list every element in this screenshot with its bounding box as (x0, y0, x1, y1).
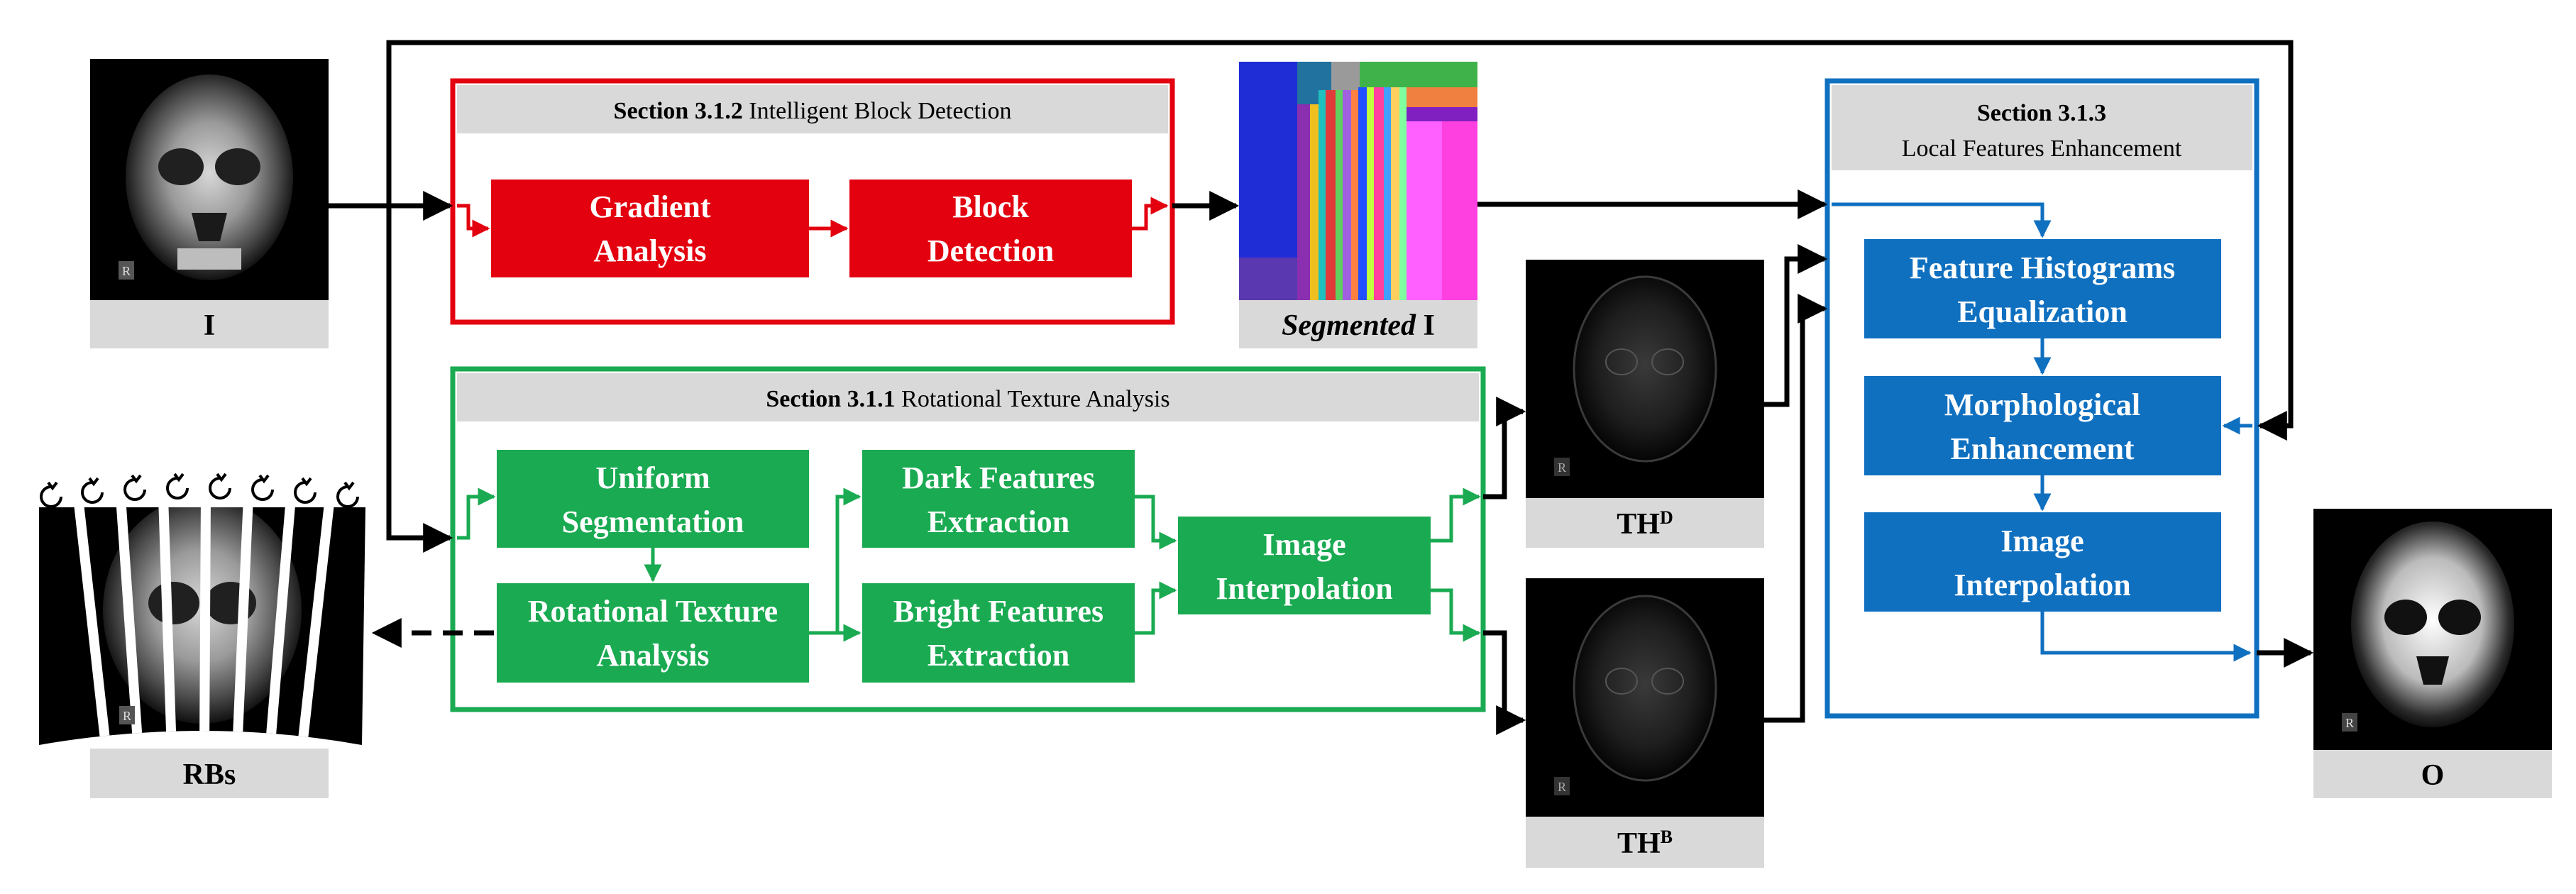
step-morphological-enhancement: Morphological Enhancement (1864, 376, 2221, 475)
rbs-rotated-blocks (39, 507, 365, 745)
rotate-ccw-icon (294, 477, 317, 504)
svg-text:Gradient: Gradient (589, 189, 710, 224)
svg-text:Extraction: Extraction (928, 504, 1069, 539)
svg-text:Uniform: Uniform (595, 460, 710, 495)
svg-text:Analysis: Analysis (594, 233, 707, 268)
rotate-ccw-icon (123, 474, 146, 501)
segmented-label-bar (1239, 300, 1477, 348)
svg-text:Feature Histograms: Feature Histograms (1910, 250, 2175, 285)
section-local-enhancement: Section 3.1.3 Local Features Enhancement… (1824, 78, 2259, 719)
enhancement-number: Section 3.1.3 (1977, 100, 2106, 126)
step-uniform-segmentation: Uniform Segmentation (497, 450, 809, 548)
main-flow-arrows (329, 40, 2314, 735)
svg-text:Interpolation: Interpolation (1954, 568, 2130, 602)
step-image-interpolation-blue: Image Interpolation (1864, 512, 2221, 612)
green-connectors (457, 487, 1481, 642)
rotate-ccw-icon (166, 473, 189, 500)
rbs-corner-mark: R (123, 709, 131, 723)
rotate-ccw-icon (336, 481, 359, 508)
svg-text:Enhancement: Enhancement (1950, 431, 2134, 466)
output-image-panel: R O (2313, 509, 2552, 798)
texture-header (457, 373, 1479, 421)
step-block-detection: Block Detection (849, 180, 1132, 277)
th-dark-label-bar (1526, 498, 1764, 548)
svg-text:Morphological: Morphological (1944, 387, 2140, 422)
blue-connectors (1832, 202, 2252, 662)
rbs-label: RBs (183, 758, 236, 791)
texture-title: Section 3.1.1 Rotational Texture Analysi… (766, 386, 1169, 412)
segmented-label: Segmented I (1282, 309, 1435, 342)
input-label: I (204, 309, 215, 342)
output-corner-mark: R (2345, 716, 2354, 730)
rotation-icons (40, 473, 359, 508)
th-dark-corner-mark: R (1558, 460, 1566, 475)
th-dark-image-panel: R THD (1526, 260, 1764, 548)
output-label-bar (2313, 750, 2552, 798)
th-bright-corner-mark: R (1558, 780, 1566, 794)
svg-text:Extraction: Extraction (928, 638, 1069, 673)
svg-text:Bright Features: Bright Features (893, 594, 1103, 629)
svg-text:Interpolation: Interpolation (1216, 571, 1392, 606)
step-feature-histograms-equalization: Feature Histograms Equalization (1864, 239, 2221, 338)
rbs-image-panel: R RBs (39, 473, 365, 798)
step-image-interpolation-green: Image Interpolation (1178, 517, 1431, 614)
svg-text:Segmentation: Segmentation (562, 504, 744, 539)
step-rotational-texture-analysis: Rotational Texture Analysis (497, 583, 809, 683)
input-label-bar (90, 300, 329, 348)
enhancement-header (1832, 85, 2252, 170)
input-corner-mark: R (122, 264, 131, 278)
th-bright-label-bar (1526, 817, 1764, 868)
rbs-label-bar (90, 749, 329, 798)
block-detection-title: Section 3.1.2 Intelligent Block Detectio… (614, 98, 1012, 124)
rotate-ccw-icon (209, 473, 231, 500)
th-bright-label: THB (1617, 827, 1673, 861)
svg-text:Analysis: Analysis (597, 638, 710, 673)
step-dark-features-extraction: Dark Features Extraction (862, 450, 1135, 548)
svg-text:Dark Features: Dark Features (902, 460, 1095, 495)
red-connectors (457, 197, 1169, 238)
svg-text:Rotational Texture: Rotational Texture (528, 594, 778, 629)
step-gradient-analysis: Gradient Analysis (491, 180, 809, 277)
svg-text:Equalization: Equalization (1957, 294, 2128, 329)
th-dark-label: THD (1617, 507, 1673, 541)
rotate-ccw-icon (40, 481, 62, 508)
output-label: O (2421, 759, 2445, 792)
svg-text:Detection: Detection (928, 233, 1054, 268)
svg-text:Block: Block (952, 189, 1029, 224)
svg-text:Image: Image (1262, 527, 1345, 562)
block-detection-header (457, 85, 1168, 133)
input-image-panel: R I (90, 59, 329, 348)
enhancement-title: Local Features Enhancement (1902, 136, 2182, 162)
th-bright-image-panel: R THB (1526, 578, 1764, 868)
section-block-detection: Section 3.1.2 Intelligent Block Detectio… (450, 78, 1175, 325)
rotate-ccw-icon (251, 474, 274, 501)
rotate-ccw-icon (81, 477, 104, 504)
section-texture-analysis: Section 3.1.1 Rotational Texture Analysi… (450, 366, 1486, 712)
enhancement-frame (1824, 78, 2259, 719)
svg-text:Image: Image (2000, 524, 2084, 558)
segmented-image-panel: Segmented I (1239, 62, 1477, 348)
step-bright-features-extraction: Bright Features Extraction (862, 583, 1135, 683)
skull-xray-figure (126, 74, 293, 280)
segmented-block-mosaic (1239, 62, 1477, 300)
